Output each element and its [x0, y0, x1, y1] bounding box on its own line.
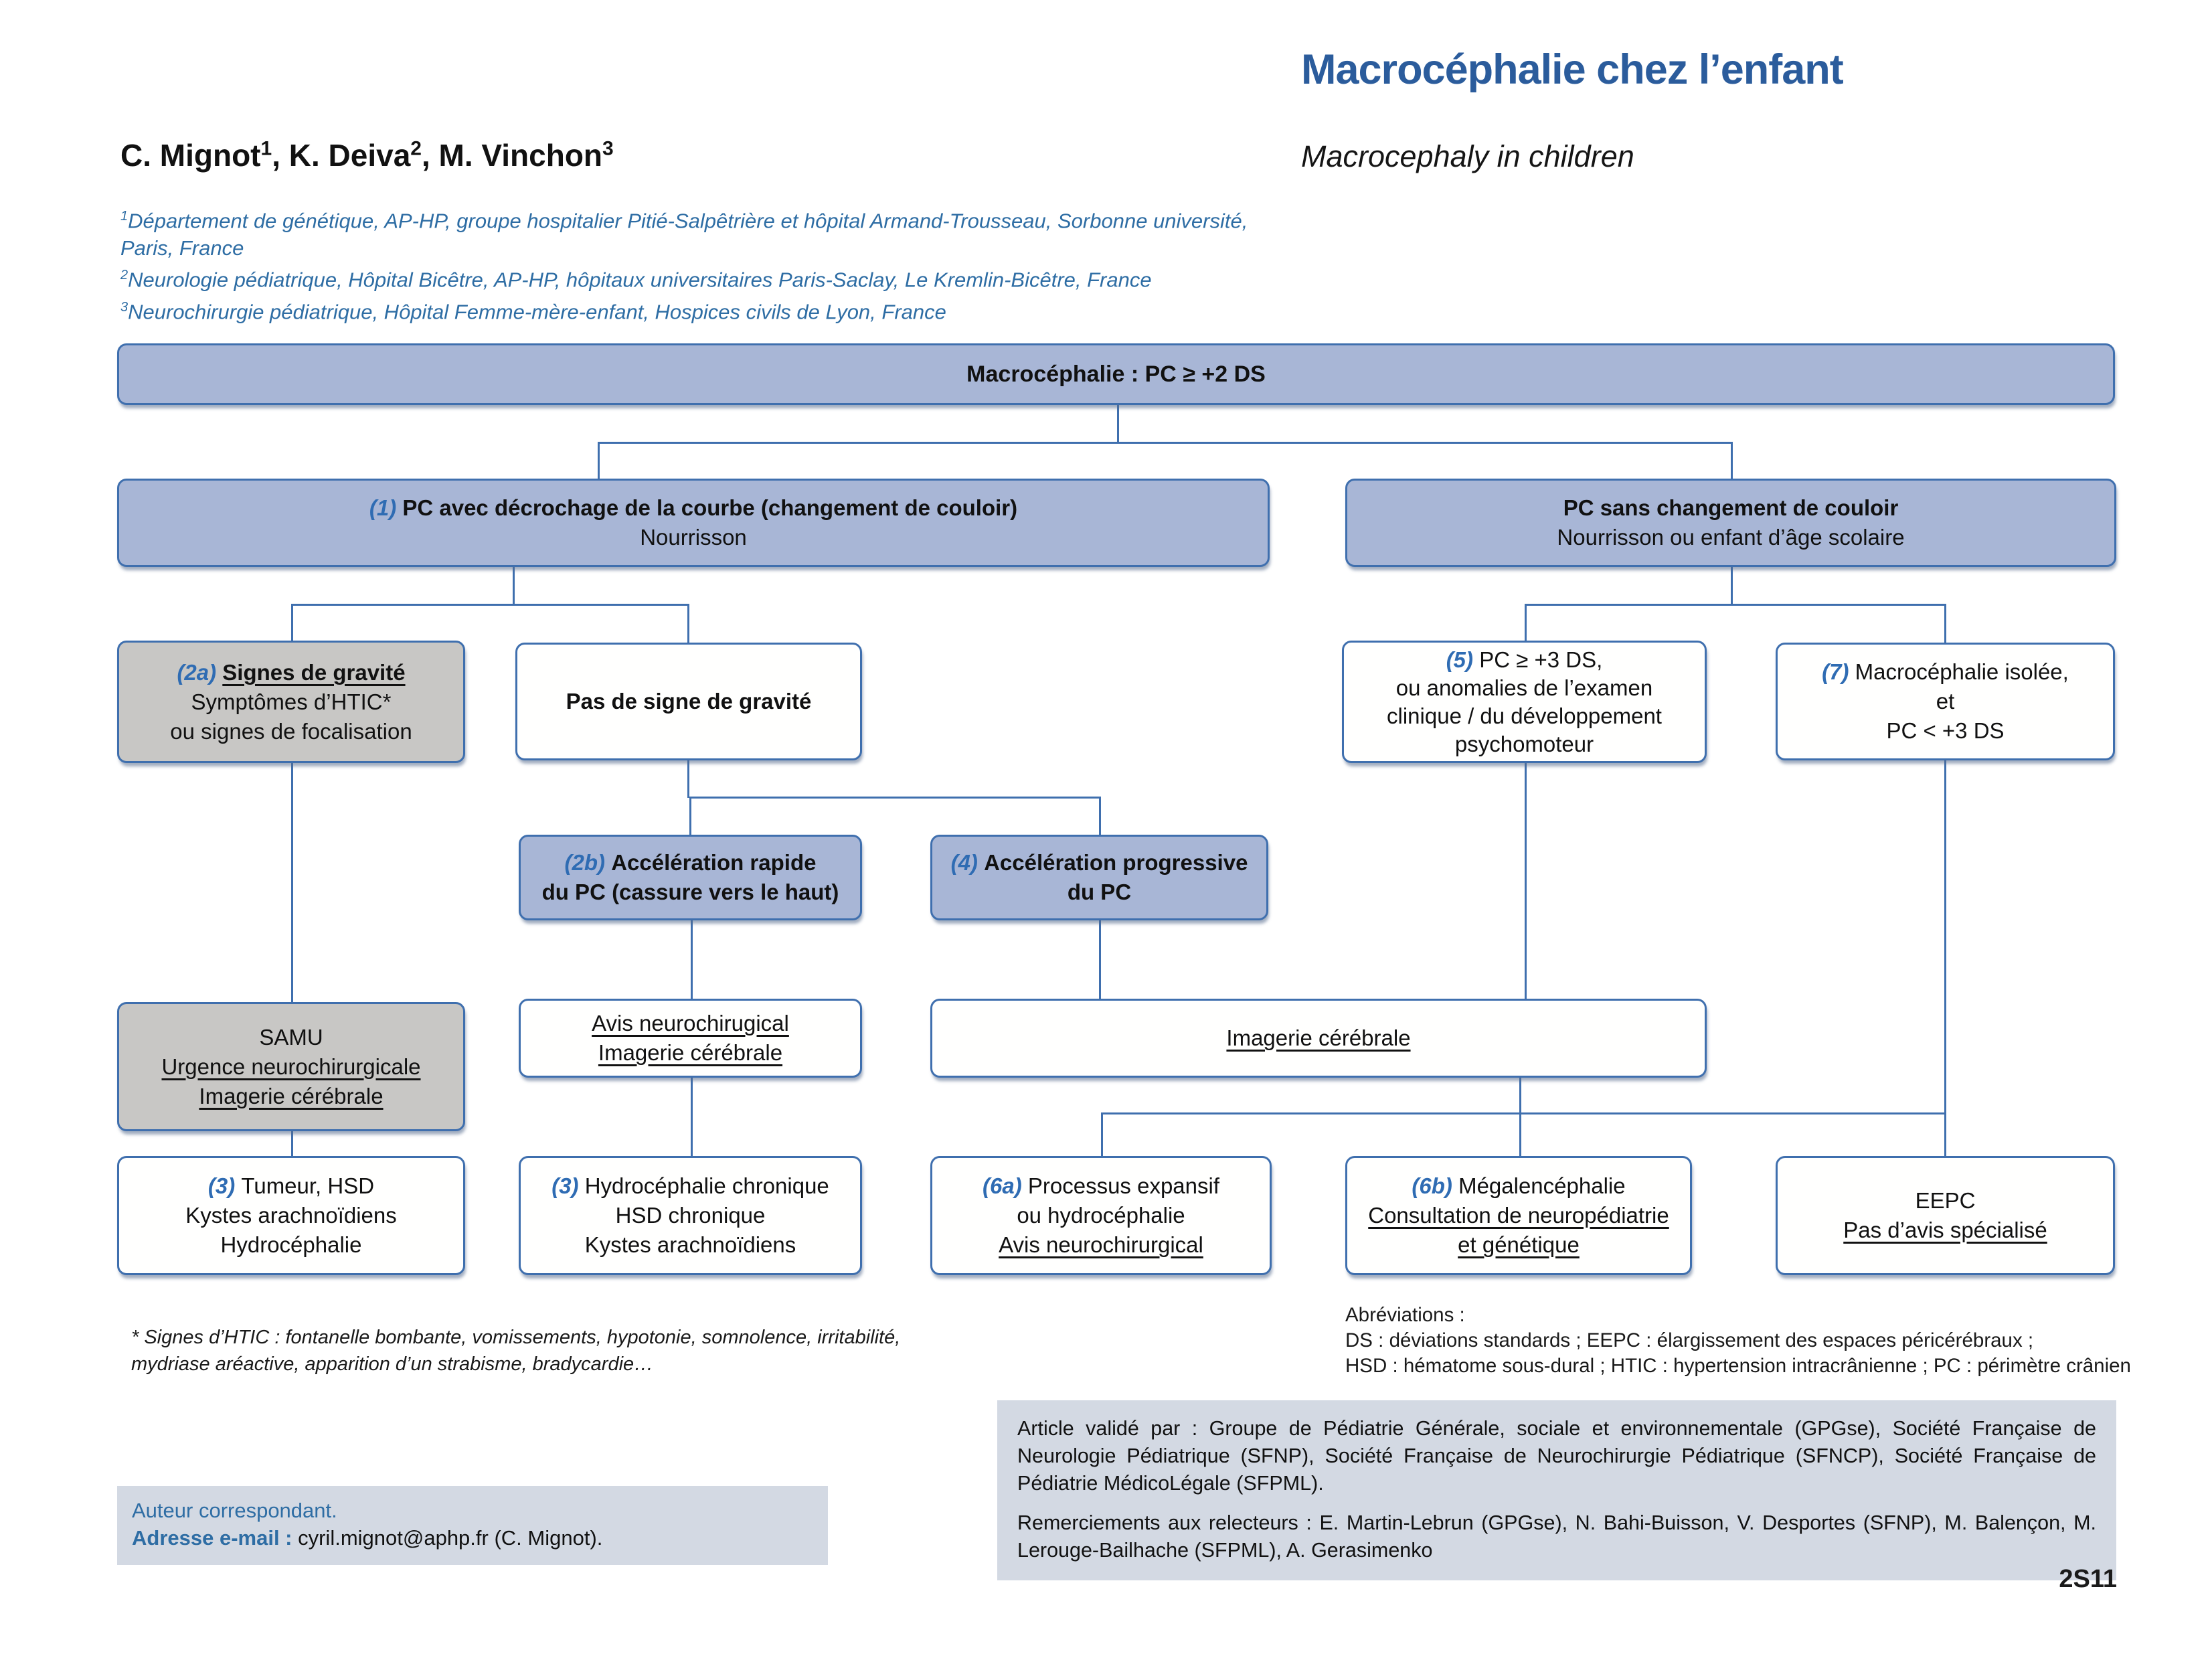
connector-line	[1525, 604, 1946, 606]
connector-line	[1525, 763, 1527, 1001]
connector-line	[1117, 404, 1119, 443]
flow-box-avis-neuro: Avis neurochirugical Imagerie cérébrale	[519, 999, 862, 1078]
connector-line	[687, 604, 689, 645]
flow-box-6a: (6a) Processus expansif ou hydrocéphalie…	[930, 1156, 1272, 1275]
page-subtitle-en: Macrocephaly in children	[1301, 139, 1634, 173]
abbreviations: Abréviations : DS : déviations standards…	[1345, 1304, 2131, 1377]
connector-line	[689, 797, 1101, 799]
connector-line	[1731, 442, 1733, 481]
connector-line	[291, 604, 293, 643]
connector-line	[1731, 566, 1733, 605]
step-number: (5)	[1446, 647, 1480, 672]
connector-line	[1944, 604, 1946, 645]
page-title: Macrocéphalie chez l’enfant	[1301, 46, 1844, 93]
flow-box-eepc: EEPC Pas d’avis spécialisé	[1776, 1156, 2115, 1275]
step-number: (3)	[551, 1173, 585, 1198]
author-name: , K. Deiva	[272, 138, 411, 173]
flow-box-2a: (2a) Signes de gravité Symptômes d’HTIC*…	[117, 641, 465, 763]
author-sup: 1	[260, 137, 272, 160]
connector-line	[1099, 797, 1101, 837]
connector-line	[1519, 1078, 1521, 1114]
affiliations: 1Département de génétique, AP-HP, groupe…	[120, 203, 1252, 325]
step-number: (6b)	[1412, 1173, 1459, 1198]
flow-box-root: Macrocéphalie : PC ≥ +2 DS	[117, 343, 2115, 405]
step-number: (7)	[1822, 659, 1855, 684]
flow-box-1: (1) PC avec décrochage de la courbe (cha…	[117, 479, 1270, 567]
step-number: (2a)	[177, 659, 223, 685]
connector-line	[691, 920, 693, 1001]
email-label: Adresse e-mail :	[132, 1526, 299, 1550]
page-number: 2S11	[2059, 1565, 2117, 1593]
connector-line	[689, 797, 691, 837]
validation-text: Article validé par : Groupe de Pédiatrie…	[1017, 1417, 2096, 1495]
flow-box-6b: (6b) Mégalencéphalie Consultation de neu…	[1345, 1156, 1692, 1275]
author-sup: 3	[602, 137, 614, 160]
flow-box-7: (7) Macrocéphalie isolée, et PC < +3 DS	[1776, 643, 2115, 760]
connector-line	[1944, 760, 1946, 1158]
acknowledgements-text: Remerciements aux relecteurs : E. Martin…	[1017, 1511, 2096, 1562]
connector-line	[1101, 1112, 1103, 1158]
flow-box-samu: SAMU Urgence neurochirurgicale Imagerie …	[117, 1002, 465, 1131]
author-sup: 2	[410, 137, 422, 160]
connector-line	[598, 442, 600, 481]
connector-line	[1101, 1112, 1946, 1114]
flow-box-3a: (3) Tumeur, HSD Kystes arachnoïdiens Hyd…	[117, 1156, 465, 1275]
validation-panel: Article validé par : Groupe de Pédiatrie…	[997, 1400, 2116, 1580]
correspondent-title: Auteur correspondant.	[132, 1499, 337, 1522]
flow-box-imagerie: Imagerie cérébrale	[930, 999, 1707, 1078]
connector-line	[291, 1131, 293, 1158]
step-number: (2b)	[564, 850, 612, 875]
author-name: , M. Vinchon	[421, 138, 603, 173]
step-number: (1)	[369, 495, 403, 520]
flow-box-4: (4) Accélération progressive du PC	[930, 835, 1268, 920]
affiliation-line: 3Neurochirurgie pédiatrique, Hôpital Fem…	[120, 299, 946, 323]
flow-box-3b: (3) Hydrocéphalie chronique HSD chroniqu…	[519, 1156, 862, 1275]
connector-line	[1525, 604, 1527, 643]
htic-footnote: * Signes d’HTIC : fontanelle bombante, v…	[131, 1327, 901, 1375]
connector-line	[513, 566, 515, 605]
connector-line	[1519, 1112, 1521, 1158]
flow-box-label: Macrocéphalie : PC ≥ +2 DS	[966, 361, 1266, 387]
correspondent-panel: Auteur correspondant. Adresse e-mail : c…	[117, 1486, 828, 1565]
affiliation-line: 1Département de génétique, AP-HP, groupe…	[120, 209, 1248, 260]
flow-box-no-corridor-change: PC sans changement de couloir Nourrisson…	[1345, 479, 2116, 567]
connector-line	[1099, 920, 1101, 1001]
connector-line	[687, 760, 689, 798]
connector-line	[598, 442, 1733, 444]
connector-line	[291, 763, 293, 1004]
flow-box-2b: (2b) Accélération rapide du PC (cassure …	[519, 835, 862, 920]
flow-box-5: (5) PC ≥ +3 DS, ou anomalies de l’examen…	[1342, 641, 1707, 763]
connector-line	[291, 604, 689, 606]
step-number: (6a)	[983, 1173, 1028, 1198]
flow-box-no-severity: Pas de signe de gravité	[515, 643, 862, 760]
step-number: (3)	[207, 1173, 242, 1198]
connector-line	[691, 1078, 693, 1158]
step-number: (4)	[950, 850, 985, 875]
email-value: cyril.mignot@aphp.fr (C. Mignot).	[298, 1526, 603, 1550]
author-name: C. Mignot	[120, 138, 261, 173]
affiliation-line: 2Neurologie pédiatrique, Hôpital Bicêtre…	[120, 268, 1152, 292]
authors-line: C. Mignot1, K. Deiva2, M. Vinchon3	[120, 137, 614, 173]
